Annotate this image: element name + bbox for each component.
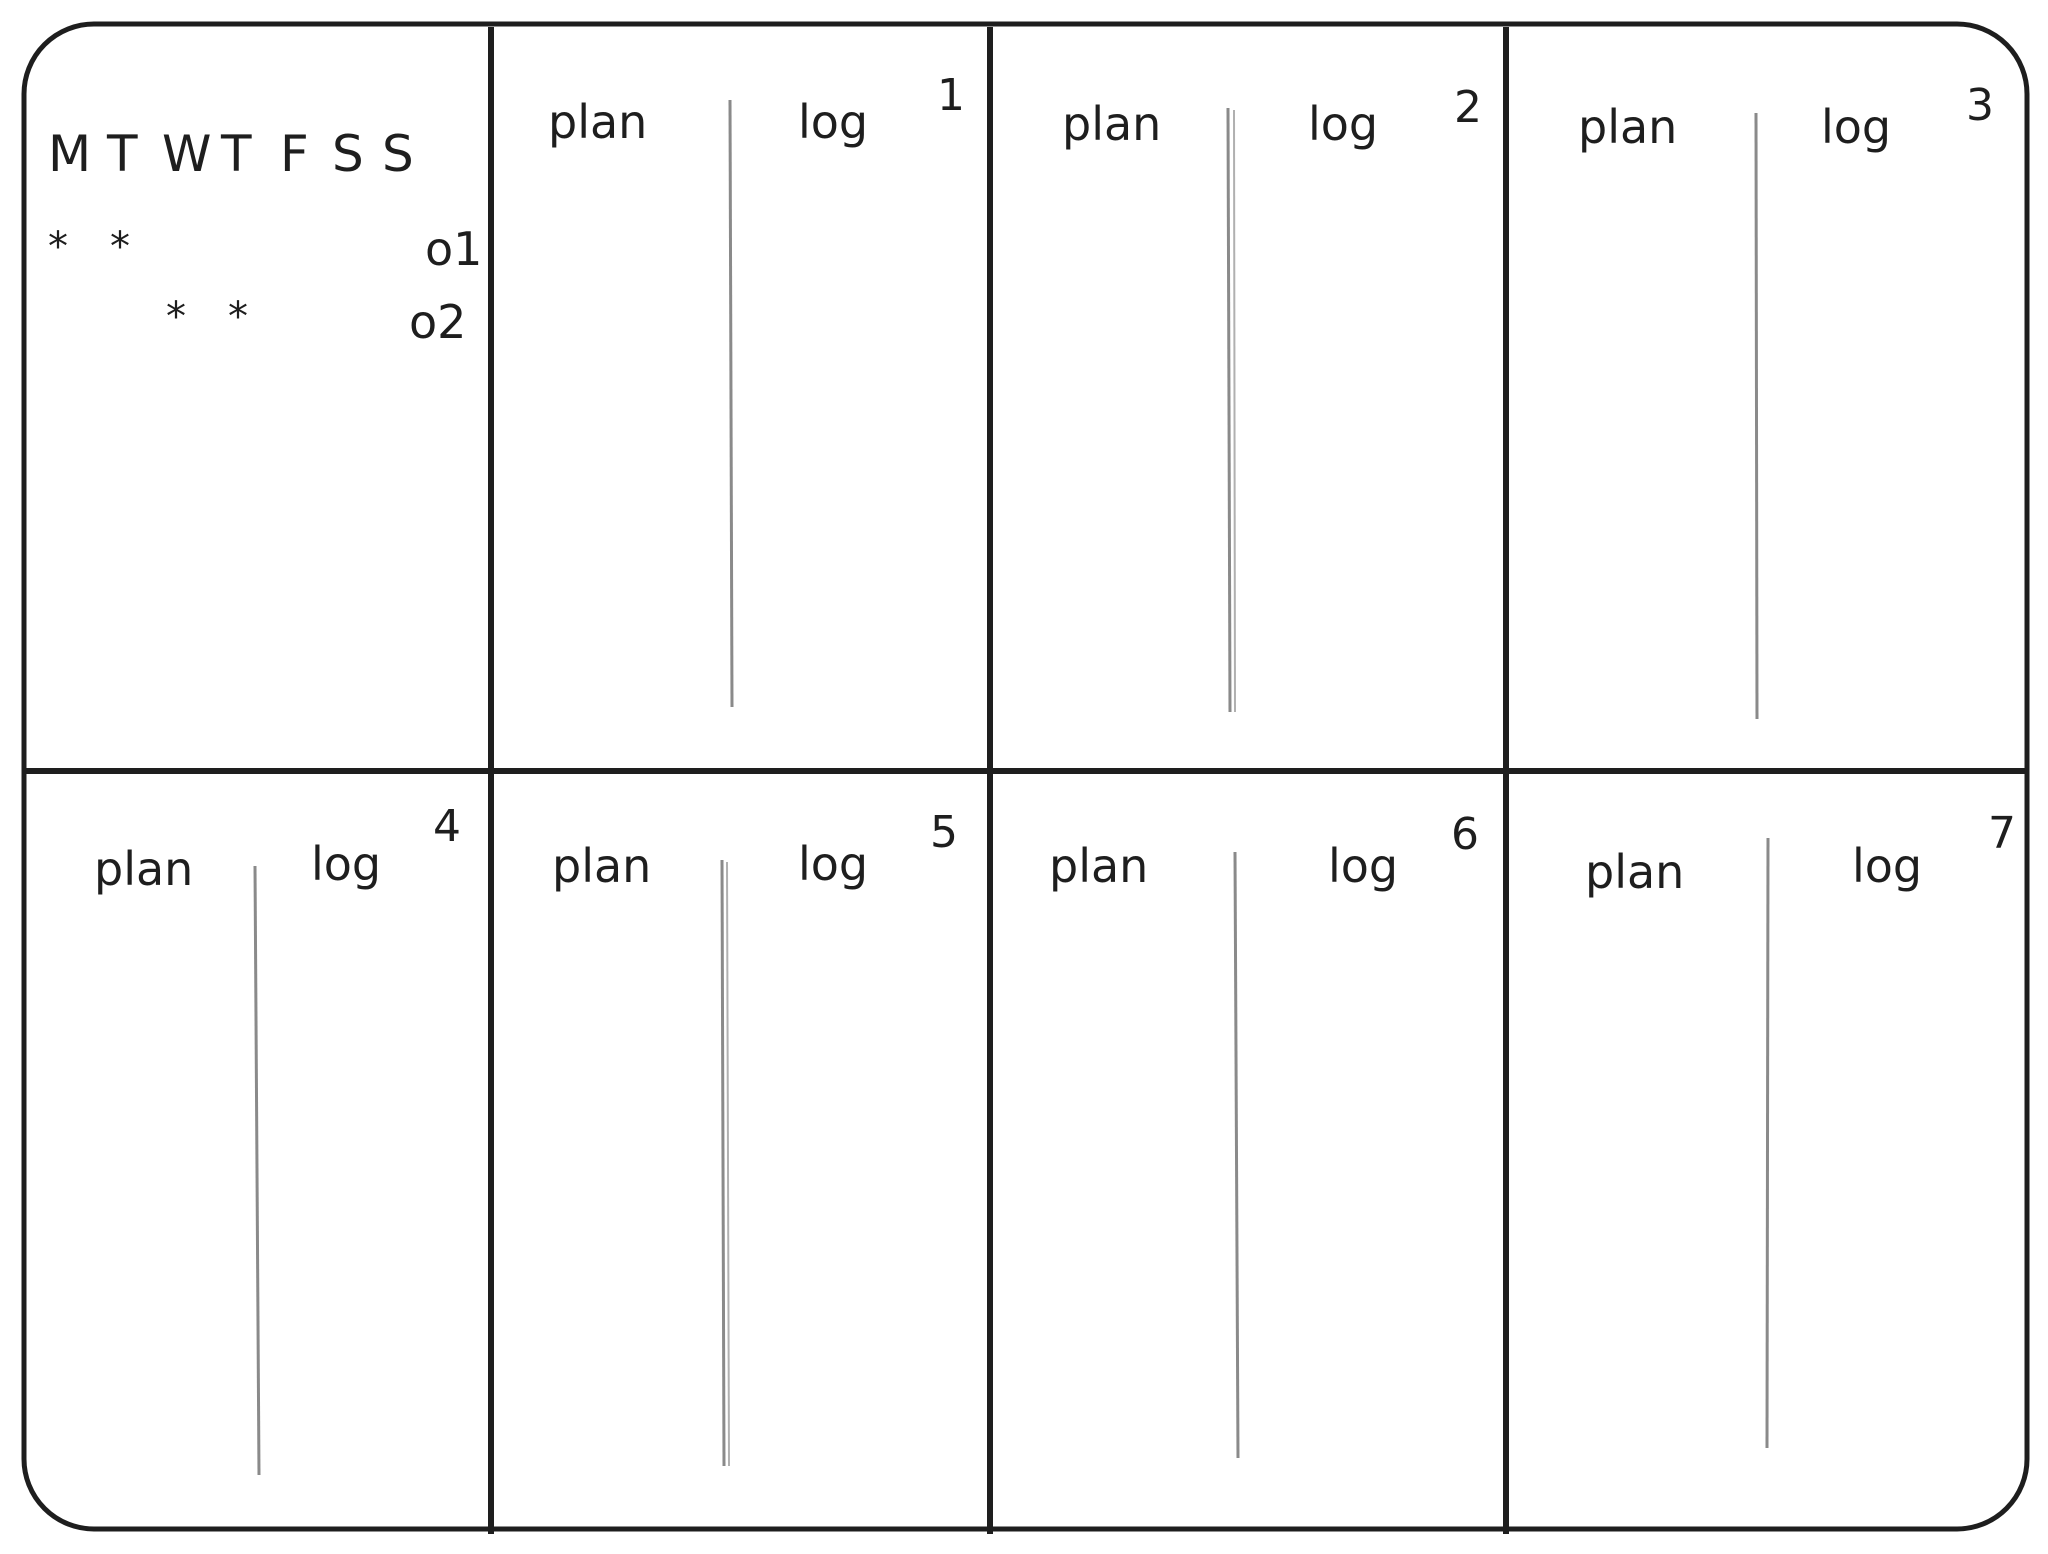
day-panel-3: plan log 3 bbox=[1578, 80, 1994, 720]
plan-log-divider-shadow bbox=[1233, 109, 1236, 713]
day-panel-2: plan log 2 bbox=[1062, 82, 1482, 713]
schedule-mark: * bbox=[228, 294, 248, 340]
day-letter: S bbox=[382, 125, 414, 183]
log-label: log bbox=[311, 837, 381, 891]
log-label: log bbox=[798, 95, 868, 149]
panel-number: 6 bbox=[1451, 809, 1479, 860]
row-label: o1 bbox=[425, 222, 482, 276]
plan-log-divider bbox=[1226, 107, 1232, 713]
day-letter: F bbox=[280, 125, 309, 183]
week-legend: M T W T F S S * * o1 * * o2 bbox=[48, 125, 482, 349]
panel-number: 1 bbox=[937, 70, 965, 121]
panel-number: 4 bbox=[433, 801, 461, 852]
plan-log-divider bbox=[1765, 837, 1770, 1449]
day-panel-1: plan log 1 bbox=[548, 70, 965, 708]
day-letter: W bbox=[162, 125, 211, 183]
plan-label: plan bbox=[552, 839, 651, 893]
schedule-mark: * bbox=[48, 224, 68, 270]
plan-log-divider-shadow bbox=[726, 861, 730, 1467]
plan-label: plan bbox=[94, 842, 193, 896]
day-letter: M bbox=[48, 125, 91, 183]
log-label: log bbox=[1328, 839, 1398, 893]
day-letter: T bbox=[106, 125, 138, 183]
panel-number: 2 bbox=[1454, 82, 1482, 133]
plan-label: plan bbox=[1585, 845, 1684, 899]
plan-log-divider bbox=[720, 859, 726, 1467]
plan-log-divider bbox=[1233, 851, 1240, 1459]
day-letter: T bbox=[220, 125, 252, 183]
panel-number: 5 bbox=[930, 807, 958, 858]
plan-log-divider bbox=[253, 865, 261, 1476]
panel-number: 3 bbox=[1966, 80, 1994, 131]
log-label: log bbox=[1308, 97, 1378, 151]
plan-label: plan bbox=[1578, 100, 1677, 154]
day-panel-4: plan log 4 bbox=[94, 801, 461, 1476]
board-frame bbox=[21, 21, 2030, 1532]
log-label: log bbox=[798, 837, 868, 891]
plan-log-divider bbox=[1754, 112, 1759, 720]
schedule-mark: * bbox=[166, 294, 186, 340]
day-panel-6: plan log 6 bbox=[1049, 809, 1479, 1459]
row-label: o2 bbox=[409, 295, 466, 349]
schedule-mark: * bbox=[110, 224, 130, 270]
day-panel-7: plan log 7 bbox=[1585, 808, 2016, 1449]
plan-label: plan bbox=[548, 95, 647, 149]
plan-label: plan bbox=[1049, 839, 1148, 893]
plan-log-divider bbox=[728, 99, 734, 708]
day-panel-5: plan log 5 bbox=[552, 807, 958, 1467]
log-label: log bbox=[1821, 100, 1891, 154]
day-letter: S bbox=[332, 125, 364, 183]
plan-label: plan bbox=[1062, 97, 1161, 151]
log-label: log bbox=[1852, 839, 1922, 893]
panel-number: 7 bbox=[1988, 808, 2016, 859]
